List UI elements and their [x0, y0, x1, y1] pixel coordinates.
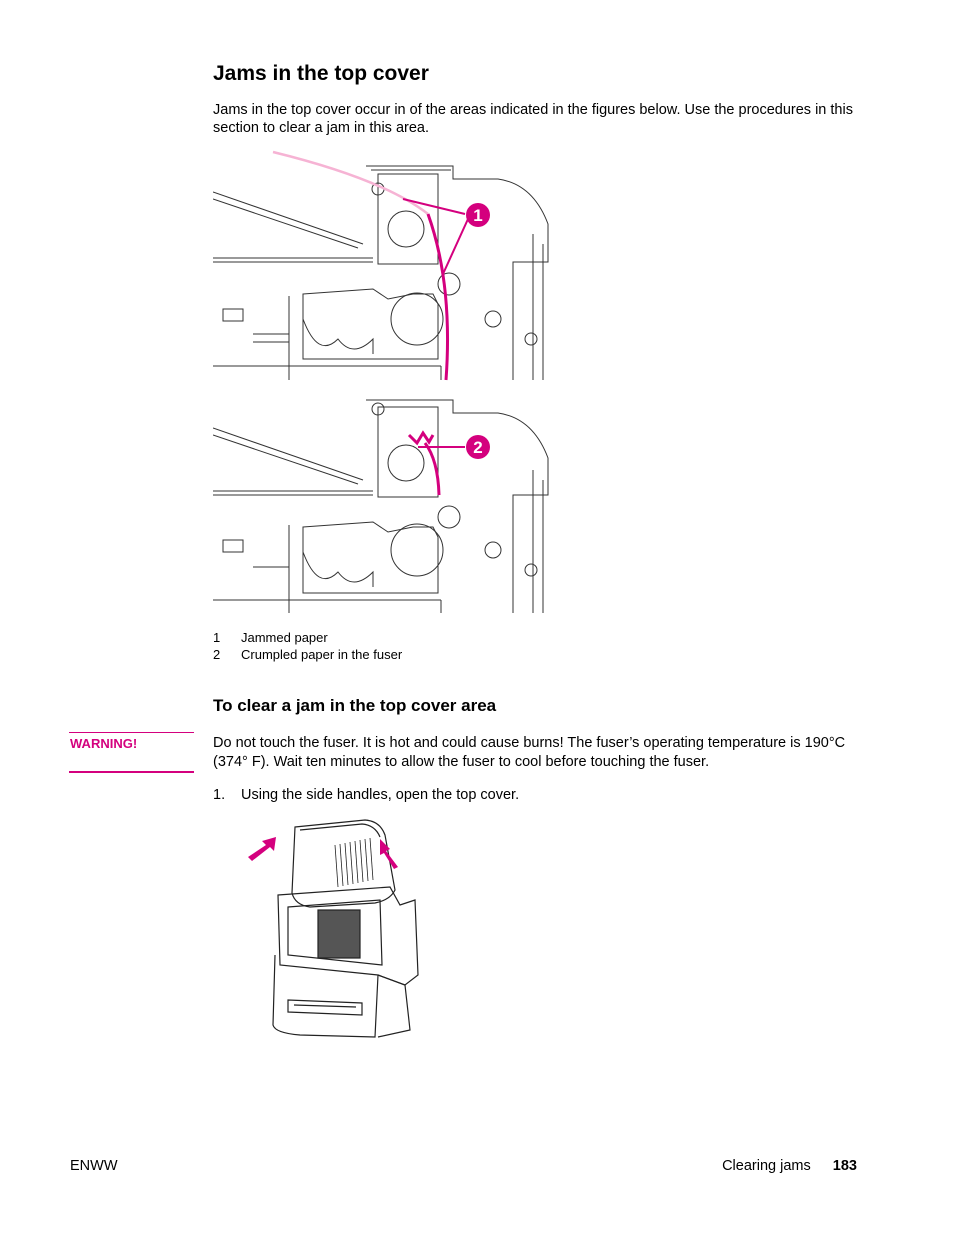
page-number: 183	[832, 1158, 857, 1174]
footer-right: Clearing jams 183	[722, 1158, 857, 1174]
step-1: 1.Using the side handles, open the top c…	[213, 787, 520, 803]
figure-crumpled-paper: 2	[213, 399, 549, 613]
figure-jammed-paper: 1	[213, 150, 549, 381]
callout-2	[466, 435, 490, 459]
callout-1	[466, 203, 490, 227]
warning-label: WARNING!	[70, 736, 138, 751]
warning-rule-top	[69, 732, 194, 733]
printer-open-cover-illustration	[248, 819, 419, 1038]
intro-paragraph: Jams in the top cover occur in of the ar…	[213, 102, 853, 136]
warning-rule-bottom	[69, 771, 194, 773]
svg-text:1: 1	[473, 206, 482, 225]
svg-text:2: 2	[473, 438, 482, 457]
footer-section: Clearing jams	[722, 1158, 811, 1174]
footer-left: ENWW	[70, 1158, 118, 1174]
warning-text: Do not touch the fuser. It is hot and co…	[213, 735, 846, 770]
section-heading: To clear a jam in the top cover area	[213, 696, 497, 715]
page-title: Jams in the top cover	[213, 62, 429, 85]
